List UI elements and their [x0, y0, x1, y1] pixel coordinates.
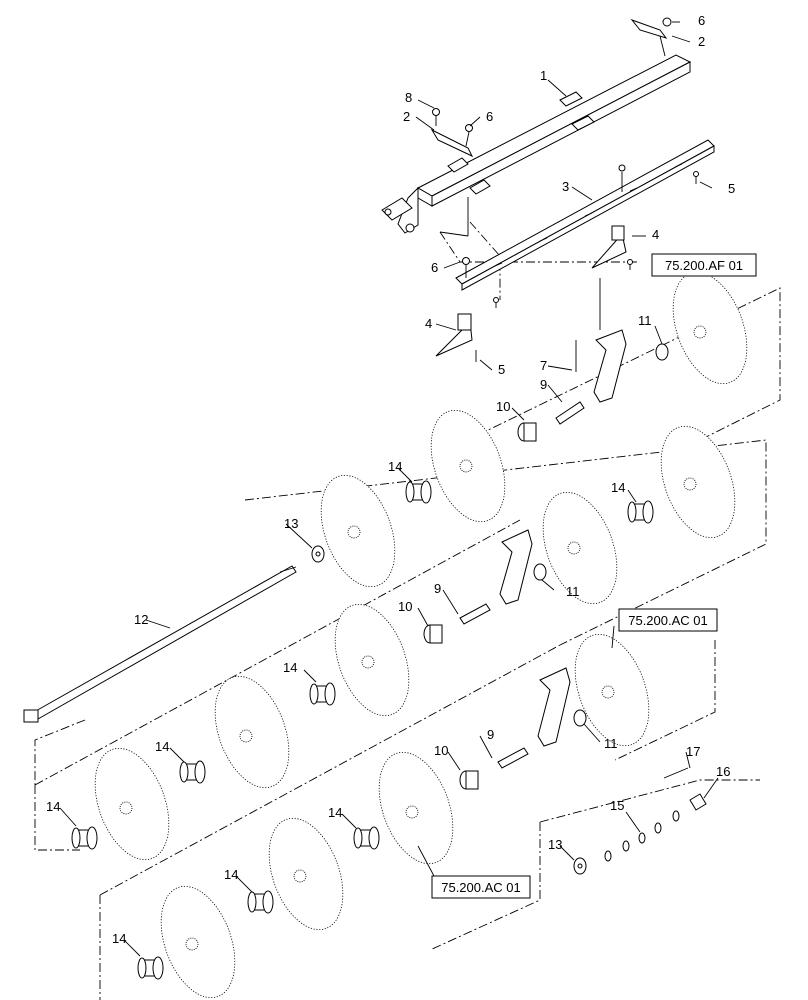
callout-c14h: 14: [112, 931, 126, 946]
ref-ac01-bottom: 75.200.AC 01: [441, 880, 521, 895]
callout-c13a: 13: [284, 516, 298, 531]
reference-boxes: 75.200.AF 01 75.200.AC 01 75.200.AC 01: [431, 253, 757, 899]
ref-box-ac01-bottom: [431, 875, 531, 899]
callout-c4a: 4: [652, 227, 659, 242]
bearings-spacers: [311, 343, 669, 875]
callout-c6c: 6: [431, 260, 438, 275]
callout-c5b: 5: [498, 362, 505, 377]
callout-c9c: 9: [487, 727, 494, 742]
callout-c4b: 4: [425, 316, 432, 331]
callout-c12: 12: [134, 612, 148, 627]
callout-c5a: 5: [728, 181, 735, 196]
callout-labels: 6 2 1 8 2 6 3 5 4 6 4 5 7 9 10 11 14 13 14 9 11 12 10 14 9 11 14 10…: [46, 13, 735, 946]
hanger-brackets: [499, 329, 627, 747]
callout-c1: 1: [540, 68, 547, 83]
callout-c14b: 14: [611, 480, 625, 495]
callout-c11b: 11: [566, 584, 580, 599]
callout-c16: 16: [716, 764, 730, 779]
leader-lines: [59, 21, 719, 957]
ref-box-af01: [651, 253, 757, 277]
callout-c14a: 14: [388, 459, 402, 474]
callout-c9a: 9: [540, 377, 547, 392]
callout-c14d: 14: [155, 739, 169, 754]
ref-box-ac01-top: [618, 608, 718, 632]
ref-af01: 75.200.AF 01: [665, 258, 743, 273]
callout-c13b: 13: [548, 837, 562, 852]
spools: [71, 480, 654, 980]
callout-c10a: 10: [496, 399, 510, 414]
callout-c2a: 2: [698, 34, 705, 49]
callout-c6a: 6: [698, 13, 705, 28]
hardware-parts: [430, 17, 699, 308]
end-hardware: [604, 767, 707, 862]
callout-c7: 7: [540, 358, 547, 373]
ref-ac01-top: 75.200.AC 01: [628, 613, 708, 628]
callout-c3: 3: [562, 179, 569, 194]
scraper-blades: [435, 225, 633, 362]
callout-c17: 17: [686, 744, 700, 759]
scraper-bar: [455, 139, 715, 291]
callout-c9b: 9: [434, 581, 441, 596]
frame-tube: [381, 54, 692, 237]
callout-c6b: 6: [486, 109, 493, 124]
callout-c14f: 14: [328, 805, 342, 820]
discs: [94, 271, 748, 999]
callout-c14g: 14: [224, 867, 238, 882]
callout-c10b: 10: [398, 599, 412, 614]
callout-c11c: 11: [604, 736, 618, 751]
callout-c8: 8: [405, 90, 412, 105]
gang-shaft: [23, 565, 297, 723]
assembly-boundaries: [34, 221, 781, 1000]
callout-c14e: 14: [46, 799, 60, 814]
callout-c15: 15: [610, 798, 624, 813]
callout-c10c: 10: [434, 743, 448, 758]
callout-c11a: 11: [638, 313, 652, 328]
callout-c14c: 14: [283, 660, 297, 675]
callout-c2b: 2: [403, 109, 410, 124]
